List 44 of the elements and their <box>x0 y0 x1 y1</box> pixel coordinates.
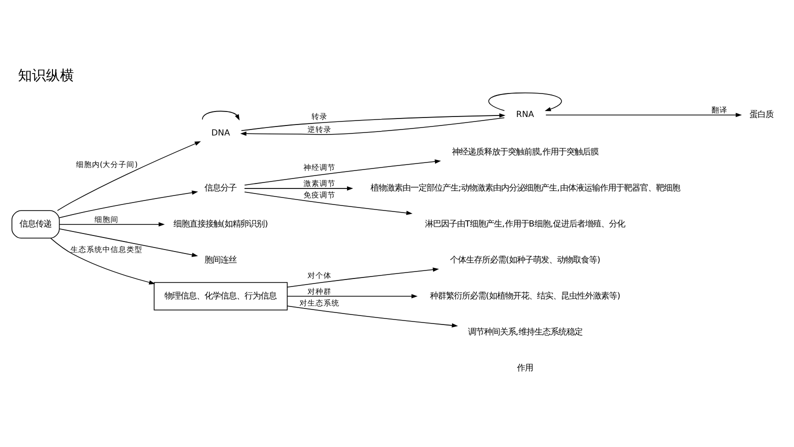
arrow <box>244 191 412 215</box>
diagram-title: 知识纵横 <box>18 68 74 84</box>
node-text: 胞间连丝 <box>204 254 237 264</box>
edge-label: 免疫调节 <box>304 190 336 200</box>
arrow <box>59 190 198 218</box>
node-text: 神经递质释放于突触前膜,作用于突触后膜 <box>452 146 598 156</box>
arrow <box>50 237 156 284</box>
edge-label: 翻译 <box>711 105 728 114</box>
label: 作用 <box>517 362 534 372</box>
node-text: 调节种间关系,维持生态系统稳定 <box>468 326 582 336</box>
node-text: 种群繁衍所必需(如植物开花、结实、昆虫性外激素等) <box>430 290 620 300</box>
arrow <box>488 92 562 111</box>
edge-label: 逆转录 <box>308 124 332 134</box>
arrow <box>244 158 441 186</box>
edge-label: 生态系统中信息类型 <box>70 244 143 254</box>
edge-label: 对种群 <box>308 286 332 296</box>
node-text: 植物激素由一定部位产生;动物激素由内分泌细胞产生,由体液运输作用于靶器官、靶细胞 <box>370 182 680 192</box>
edge-label: 对生态系统 <box>300 298 340 307</box>
node-text: DNA <box>211 127 230 138</box>
arrow <box>287 294 418 298</box>
arrow <box>240 112 506 131</box>
edge-label: 细胞间 <box>94 214 119 224</box>
arrow <box>240 116 505 136</box>
edge-label: 细胞内(大分子间) <box>76 160 138 169</box>
node-box: 物理信息、化学信息、行为信息 <box>154 282 288 310</box>
edge-label: 转录 <box>312 111 328 120</box>
node-text: 个体生存所必需(如种子萌发、动物取食等) <box>450 254 600 264</box>
edge-label: 激素调节 <box>304 178 336 188</box>
arrow <box>202 110 240 120</box>
node-text: 蛋白质 <box>749 108 774 119</box>
arrow <box>59 222 165 226</box>
node-box: 信息传递 <box>12 210 60 238</box>
node-text: RNA <box>516 108 534 119</box>
edge-label: 神经调节 <box>304 162 336 172</box>
arrow <box>286 266 439 287</box>
arrow <box>286 305 458 328</box>
edge-label: 对个体 <box>308 270 332 280</box>
node-text: 信息分子 <box>204 182 237 192</box>
arrow <box>57 140 201 210</box>
node-text: 细胞直接接触(如精卵识别) <box>173 218 268 228</box>
arrow <box>244 186 354 190</box>
arrow <box>546 112 742 117</box>
arrow <box>59 228 198 256</box>
node-text: 淋巴因子由T细胞产生,作用于B细胞,促进后者增殖、分化 <box>424 218 626 228</box>
